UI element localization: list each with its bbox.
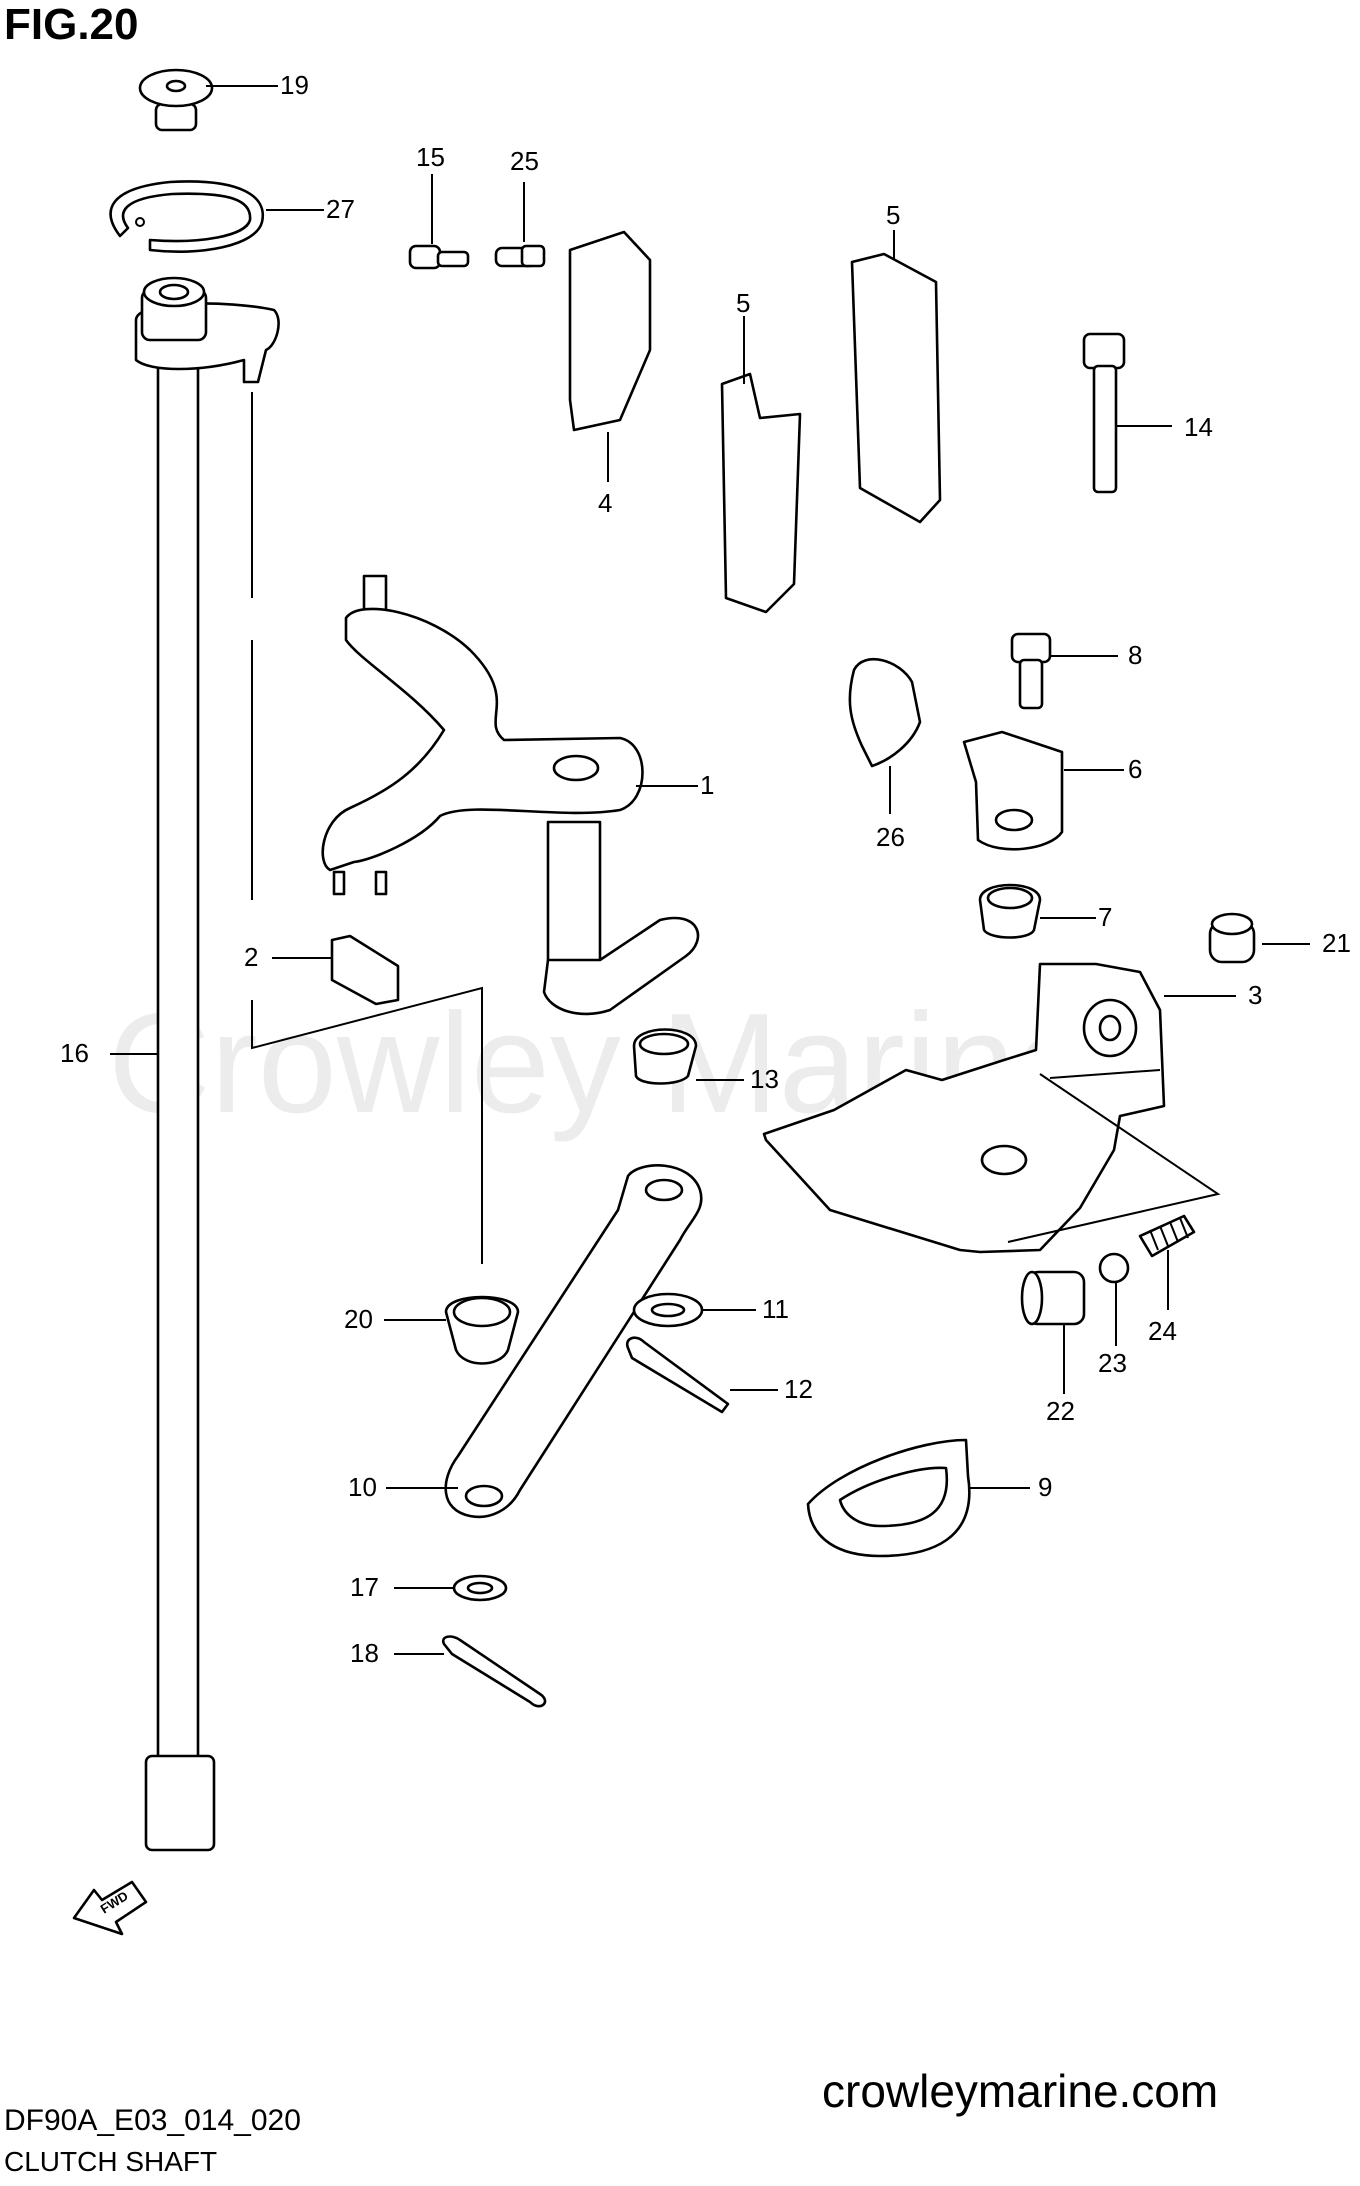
callout-15: 15: [416, 142, 445, 172]
assembly-line-3: [1007, 1073, 1221, 1243]
part-4-plate: [568, 230, 652, 432]
part-16-clutch-shaft: [134, 276, 280, 1852]
callout-14: 14: [1184, 412, 1213, 442]
part-6-holder: [962, 730, 1064, 851]
callout-20: 20: [344, 1304, 373, 1334]
part-15-bolt: [408, 244, 470, 270]
callout-24: 24: [1148, 1316, 1177, 1346]
part-3-shift-housing: [762, 962, 1166, 1254]
callout-27: 27: [326, 194, 355, 224]
part-26-clip: [848, 657, 922, 768]
callout-26: 26: [876, 822, 905, 852]
part-12-cotter-pin: [625, 1336, 730, 1414]
part-7-grommet: [978, 883, 1042, 939]
callout-10: 10: [348, 1472, 377, 1502]
part-9-grommet: [806, 1438, 971, 1558]
callout-16: 16: [60, 1038, 89, 1068]
callout-3: 3: [1248, 980, 1263, 1010]
callout-17: 17: [350, 1572, 379, 1602]
part-14-bolt: [1082, 332, 1126, 494]
part-19-plug: [138, 68, 214, 132]
figure-title: FIG.20: [4, 0, 139, 49]
part-8-bolt: [1010, 632, 1052, 710]
assembly-bracket-line: [251, 986, 483, 1264]
part-5-clip-b: [850, 252, 942, 524]
part-2-clip: [330, 934, 400, 1006]
callout-11: 11: [762, 1294, 789, 1324]
callout-8: 8: [1128, 640, 1143, 670]
forward-direction-arrow-icon: [72, 1880, 148, 1936]
part-27-circlip: [109, 180, 265, 253]
part-18-cotter-pin: [441, 1635, 547, 1708]
callout-1: 1: [700, 770, 715, 800]
part-11-washer: [632, 1292, 704, 1328]
callout-13: 13: [750, 1064, 779, 1094]
callout-5-upper: 5: [886, 200, 901, 230]
part-17-washer: [452, 1574, 508, 1602]
callout-19: 19: [280, 70, 309, 100]
part-23-ball: [1098, 1252, 1130, 1284]
callout-9: 9: [1038, 1472, 1053, 1502]
part-25-grease-nipple: [494, 244, 546, 268]
callout-18: 18: [350, 1638, 379, 1668]
callout-23: 23: [1098, 1348, 1127, 1378]
part-5-clip-a: [720, 372, 802, 614]
part-1-clutch-lever: [321, 574, 700, 1016]
part-22-sleeve: [1020, 1270, 1086, 1326]
callout-6: 6: [1128, 754, 1143, 784]
callout-2: 2: [244, 942, 259, 972]
model-code: DF90A_E03_014_020: [4, 2104, 301, 2137]
part-21-plug: [1208, 912, 1256, 964]
callout-22: 22: [1046, 1396, 1075, 1426]
callout-5-lower: 5: [736, 288, 751, 318]
callout-12: 12: [784, 1374, 813, 1404]
section-name: CLUTCH SHAFT: [4, 2146, 218, 2177]
callout-leader-lines: [110, 85, 1310, 1655]
callout-25: 25: [510, 146, 539, 176]
callout-7: 7: [1098, 902, 1113, 932]
part-10-link-rod: [444, 1164, 703, 1519]
part-20-bushing: [444, 1295, 520, 1365]
part-13-grommet: [632, 1028, 698, 1085]
callout-4: 4: [598, 488, 613, 518]
website-url[interactable]: crowleymarine.com: [822, 2065, 1219, 2117]
callout-21: 21: [1322, 928, 1351, 958]
part-24-spring: [1138, 1214, 1196, 1258]
